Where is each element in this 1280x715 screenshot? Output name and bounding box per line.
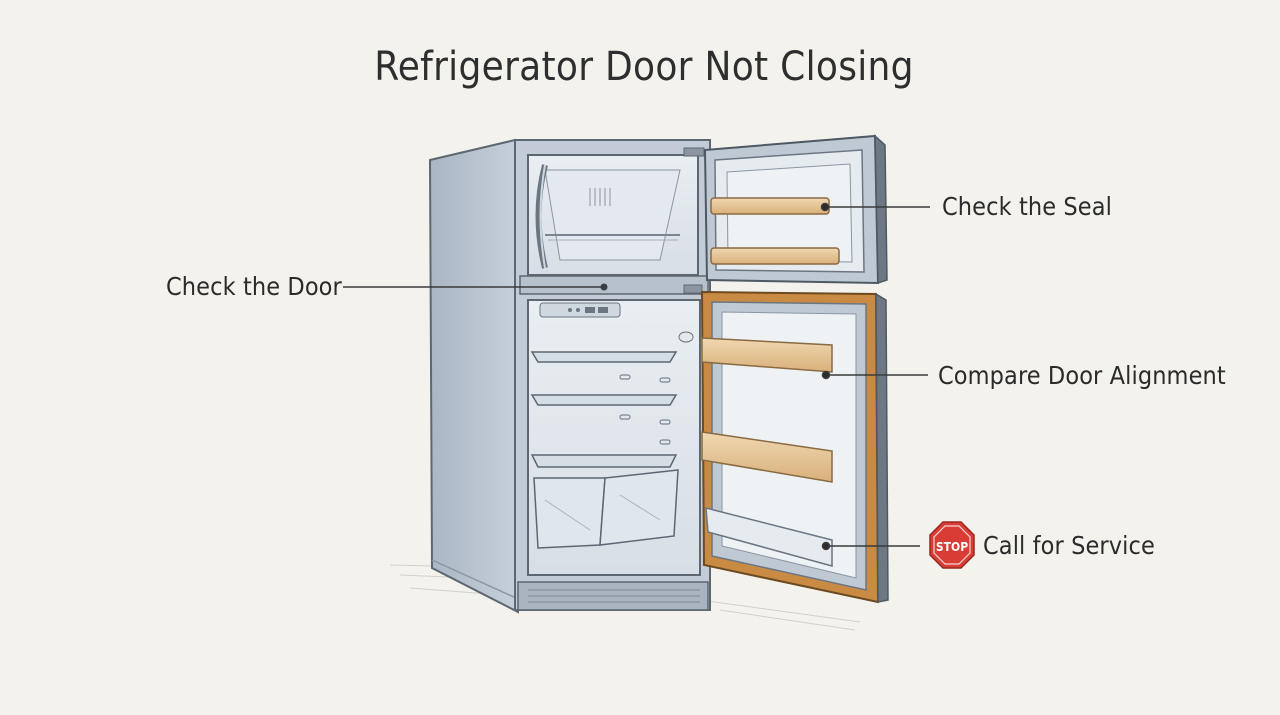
door-shelves [701, 337, 833, 567]
freezer-door-shelf-top [710, 197, 830, 215]
callout-check-seal: Check the Seal [942, 192, 1112, 221]
callout-compare-door-alignment: Compare Door Alignment [938, 361, 1226, 390]
callout-check-door: Check the Door [166, 272, 342, 301]
callout-call-for-service: Call for Service [983, 531, 1155, 560]
stop-sign-text: STOP [936, 540, 968, 554]
fridge-side-panel [428, 138, 520, 614]
freezer-door-shelf-bottom [710, 247, 840, 265]
callout-leaders [343, 202, 930, 551]
fridge-shelves [530, 351, 678, 468]
stop-sign-icon: STOP [929, 521, 975, 569]
page-title: Refrigerator Door Not Closing [374, 44, 914, 90]
crisper-drawers [533, 469, 679, 549]
